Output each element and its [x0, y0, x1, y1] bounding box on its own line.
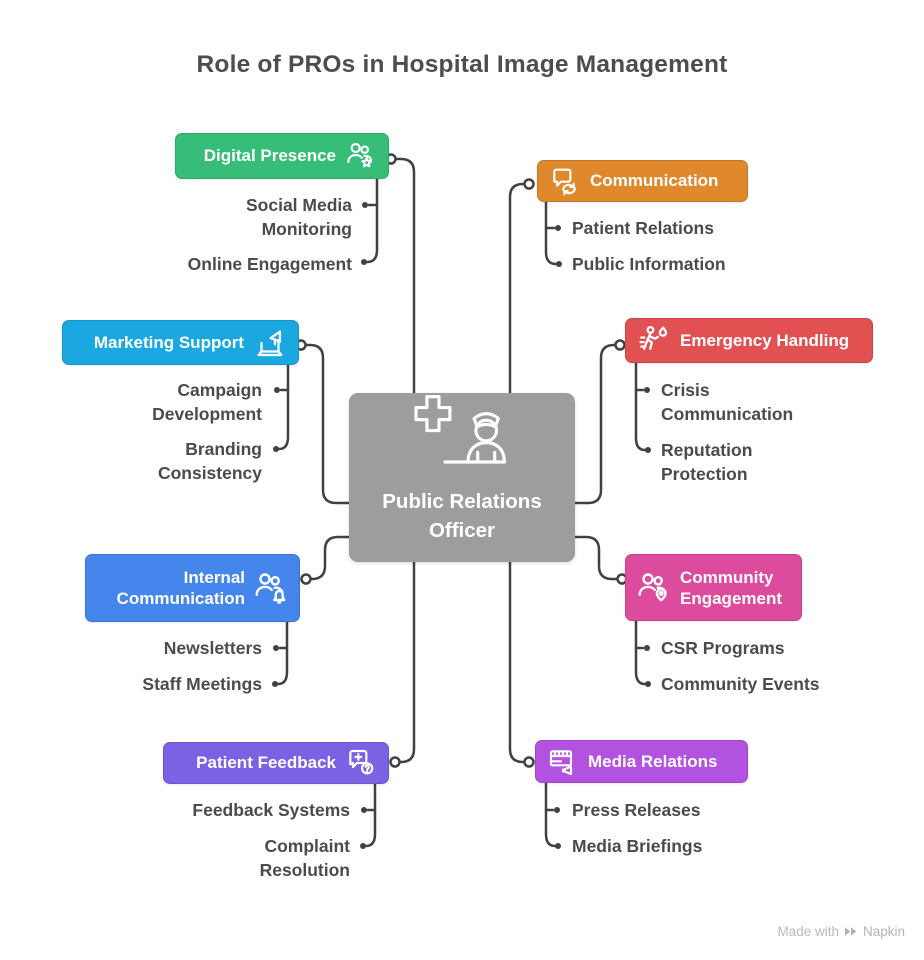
medical-cross-nurse-icon [414, 395, 506, 464]
node-public-relations-officer: Public Relations Officer [349, 393, 575, 562]
child-feedback-systems: Feedback Systems [192, 800, 350, 820]
center-node-label: Public Relations Officer [382, 490, 542, 542]
node-label: Community Engagement [680, 567, 783, 608]
chat-sync-icon [553, 168, 577, 196]
node-label: Patient Feedback [196, 753, 336, 772]
people-pin-icon [638, 572, 667, 601]
people-bell-icon [255, 573, 286, 604]
napkin-logo-icon [844, 927, 857, 936]
node-communication: Communication [537, 160, 748, 202]
child-online-engagement: Online Engagement [187, 254, 352, 274]
film-megaphone-icon [549, 749, 573, 775]
node-media-relations: Media Relations [535, 740, 748, 783]
child-reputation-protection: Reputation Protection [661, 440, 753, 484]
child-connectors [272, 177, 651, 849]
child-complaint-resolution: Complaint Resolution [259, 836, 350, 880]
laptop-megaphone-icon [257, 330, 283, 356]
watermark-brand: Napkin [862, 924, 905, 939]
node-digital-presence: Digital Presence [175, 133, 389, 179]
node-patient-feedback: Patient Feedback [163, 742, 389, 784]
node-label: Communication [590, 171, 719, 190]
chat-plus-question-icon [349, 749, 374, 775]
watermark-label: Made with [777, 924, 839, 939]
node-label: Internal Communication [116, 568, 245, 608]
node-community-engagement: Community Engagement [625, 554, 802, 621]
child-press-releases: Press Releases [572, 800, 701, 820]
child-public-information: Public Information [572, 254, 726, 274]
node-internal-communication: Internal Communication [85, 554, 300, 622]
child-newsletters: Newsletters [163, 638, 262, 658]
child-csr-programs: CSR Programs [661, 638, 785, 658]
child-staff-meetings: Staff Meetings [142, 674, 262, 694]
watermark: Made with Napkin [777, 924, 905, 939]
node-emergency-handling: Emergency Handling [625, 318, 873, 363]
node-label: Media Relations [588, 751, 718, 771]
child-community-events: Community Events [661, 674, 820, 694]
child-social-media-monitoring: Social Media Monitoring [245, 195, 352, 239]
node-label: Emergency Handling [680, 330, 850, 350]
node-label: Marketing Support [93, 332, 244, 352]
node-label: Digital Presence [203, 146, 336, 165]
page-title: Role of PROs in Hospital Image Managemen… [196, 51, 728, 78]
child-crisis-communication: Crisis Communication [661, 380, 794, 424]
child-campaign-development: Campaign Development [152, 380, 262, 424]
branch-connectors [303, 157, 620, 764]
child-branding-consistency: Branding Consistency [157, 439, 262, 483]
child-patient-relations: Patient Relations [572, 218, 714, 238]
node-marketing-support: Marketing Support [62, 320, 299, 365]
child-media-briefings: Media Briefings [572, 836, 703, 856]
people-star-icon [347, 142, 373, 168]
running-person-flame-icon [639, 325, 668, 350]
